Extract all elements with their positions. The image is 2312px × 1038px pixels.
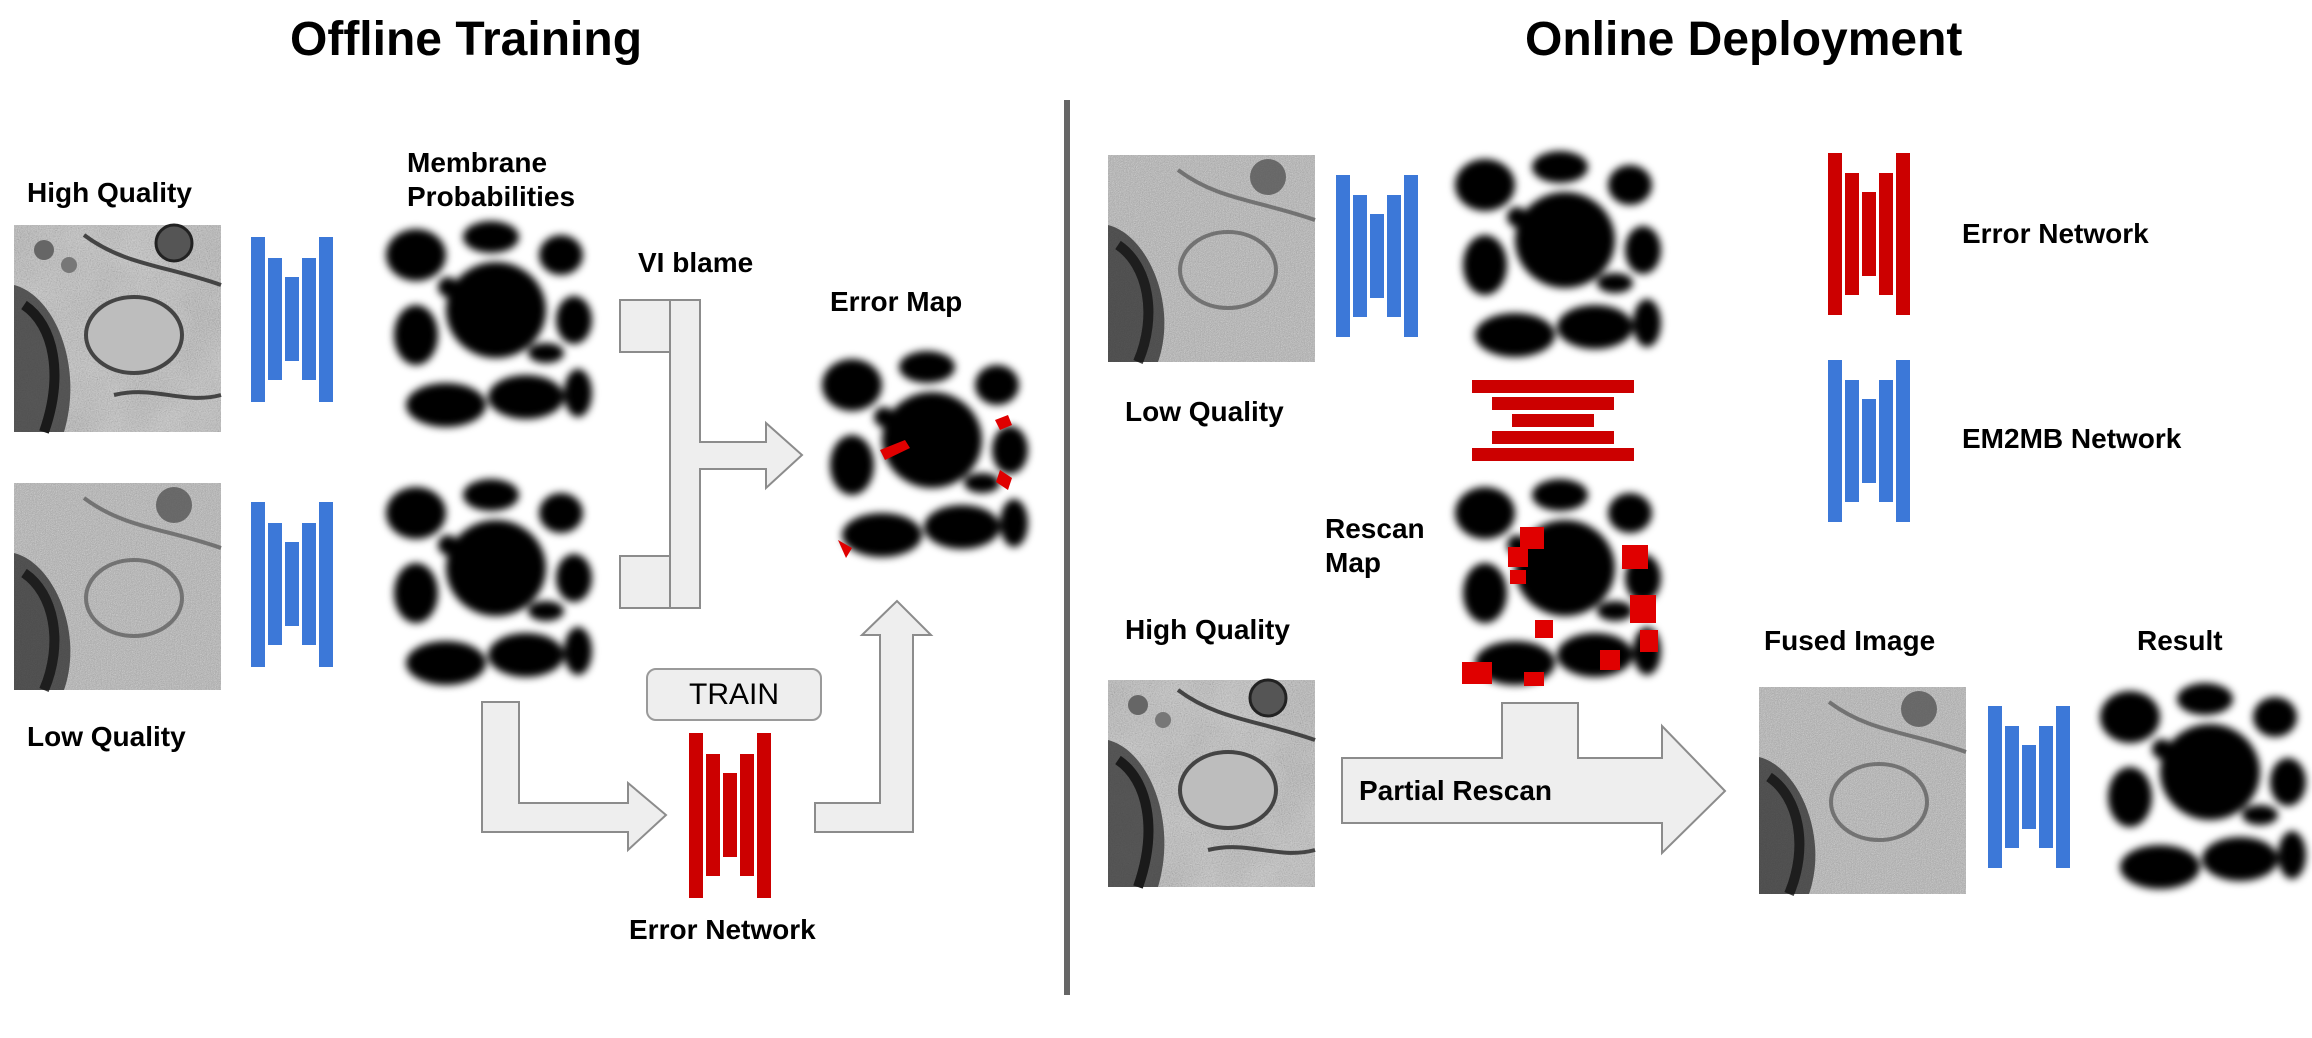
- result-label: Result: [2137, 625, 2223, 656]
- offline-membrane-map-low-quality: [386, 479, 593, 690]
- online-low-quality-em-image: [1108, 155, 1315, 362]
- legend-error-network-label: Error Network: [1962, 218, 2149, 249]
- online-high-quality-label: High Quality: [1125, 614, 1290, 645]
- legend-error-network-icon: [1828, 153, 1910, 315]
- online-deployment-title: Online Deployment: [1525, 13, 1963, 66]
- rescan-label-line2: Map: [1325, 547, 1381, 578]
- offline-low-quality-em-image: [14, 483, 221, 690]
- offline-error-network-label: Error Network: [629, 914, 816, 945]
- offline-high-quality-label: High Quality: [27, 177, 192, 208]
- vi-blame-label: VI blame: [638, 247, 754, 278]
- fused-image-label: Fused Image: [1764, 625, 1936, 656]
- fused-em2mb-network-icon: [1988, 706, 2070, 868]
- offline-error-network-icon: [689, 733, 771, 898]
- offline-membrane-map-high-quality: [386, 221, 593, 432]
- offline-em2mb-network-icon-bottom: [251, 502, 333, 667]
- rescan-map-image: [1455, 479, 1662, 690]
- to-error-network-arrow: [481, 701, 668, 853]
- online-high-quality-em-image: [1108, 680, 1315, 887]
- partial-rescan-label: Partial Rescan: [1359, 775, 1552, 806]
- online-membrane-map: [1455, 151, 1662, 362]
- online-em2mb-network-icon: [1336, 175, 1418, 337]
- section-divider: [1064, 100, 1070, 995]
- offline-high-quality-em-image: [14, 225, 221, 432]
- online-error-network-horizontal-icon: [1472, 380, 1634, 461]
- train-label: TRAIN: [646, 668, 822, 721]
- membrane-label-line2: Probabilities: [407, 181, 576, 212]
- to-error-map-arrow: [814, 599, 934, 833]
- result-membrane-map: [2100, 683, 2307, 894]
- offline-error-map-image: [822, 351, 1029, 562]
- online-low-quality-label: Low Quality: [1125, 396, 1284, 427]
- rescan-label-line1: Rescan: [1325, 513, 1425, 544]
- error-map-label: Error Map: [830, 286, 963, 317]
- legend-em2mb-network-icon: [1828, 360, 1910, 522]
- fused-image: [1759, 687, 1966, 894]
- offline-training-title: Offline Training: [290, 13, 643, 66]
- vi-blame-arrow: [619, 299, 804, 609]
- partial-rescan-arrow: [1341, 702, 1727, 856]
- legend-em2mb-network-label: EM2MB Network: [1962, 423, 2182, 454]
- offline-em2mb-network-icon-top: [251, 237, 333, 402]
- offline-low-quality-label: Low Quality: [27, 721, 186, 752]
- membrane-label-line1: Membrane: [407, 147, 548, 178]
